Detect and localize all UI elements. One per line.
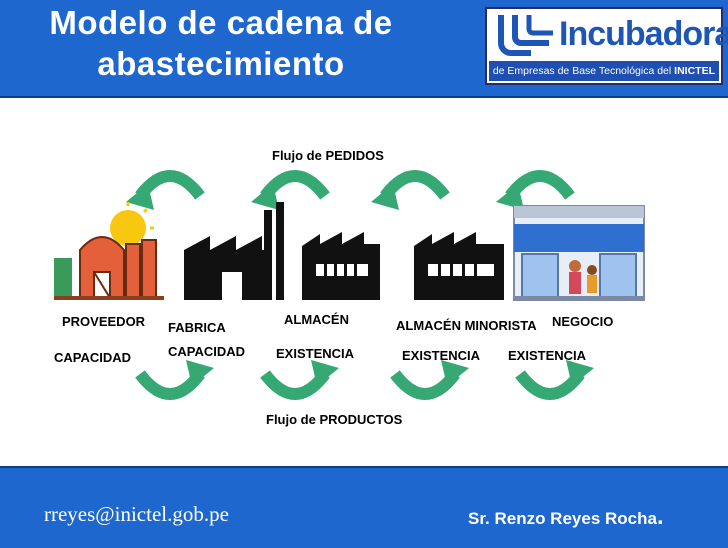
logo-tagline: de Empresas de Base Tecnológica del [492, 65, 672, 77]
node-measure-fabrica: CAPACIDAD [168, 344, 245, 359]
node-name-fabrica: FABRICA [168, 320, 226, 335]
retail-warehouse-icon [414, 232, 504, 300]
product-arrow-icon [140, 360, 214, 394]
shop-icon [513, 205, 645, 301]
logo-emblem-icon [498, 15, 553, 56]
flow-products-label: Flujo de PRODUCTOS [266, 412, 403, 427]
farm-icon [54, 202, 164, 300]
title-line-2: abastecimiento [97, 45, 345, 82]
node-measure-almacen: EXISTENCIA [276, 346, 355, 361]
warehouse-icon [302, 232, 380, 300]
order-arrow-icon [496, 176, 570, 210]
product-arrow-icon [395, 360, 469, 394]
flow-orders-label: Flujo de PEDIDOS [272, 148, 384, 163]
logo-tagline-bar: de Empresas de Base Tecnológica del INIC… [489, 61, 719, 81]
node-measure-negocio: EXISTENCIA [508, 348, 587, 363]
contact-email: rreyes@inictel.gob.pe [44, 502, 229, 526]
order-arrow-icon [126, 176, 200, 210]
node-measure-almacen-minorista: EXISTENCIA [402, 348, 481, 363]
incubadora-logo: Incubadora de Empresas de Base Tecnológi… [485, 7, 728, 85]
header-bar: Modelo de cadena de abastecimiento Incub… [0, 0, 728, 98]
product-arrow-icon [265, 360, 339, 394]
title-line-1: Modelo de cadena de [49, 4, 393, 41]
slide-title: Modelo de cadena de abastecimiento [6, 2, 436, 84]
author-dot: . [656, 503, 664, 530]
logo-org: INICTEL [674, 65, 715, 77]
supply-chain-diagram: Flujo de PEDIDOS [54, 148, 645, 427]
order-arrow-icon [251, 176, 325, 210]
node-name-proveedor: PROVEEDOR [62, 314, 146, 329]
author-name: Sr. Renzo Reyes Rocha. [468, 503, 664, 531]
node-name-almacen: ALMACÉN [284, 312, 349, 327]
order-arrow-icon [371, 176, 445, 210]
product-arrow-icon [520, 360, 594, 394]
node-name-almacen-minorista: ALMACÉN MINORISTA [396, 318, 537, 333]
factory-icon [184, 202, 284, 300]
node-measure-proveedor: CAPACIDAD [54, 350, 131, 365]
footer-bar: rreyes@inictel.gob.pe Sr. Renzo Reyes Ro… [0, 466, 728, 548]
logo-name: Incubadora [559, 15, 728, 53]
author-name-text: Sr. Renzo Reyes Rocha [468, 509, 657, 528]
node-name-negocio: NEGOCIO [552, 314, 613, 329]
